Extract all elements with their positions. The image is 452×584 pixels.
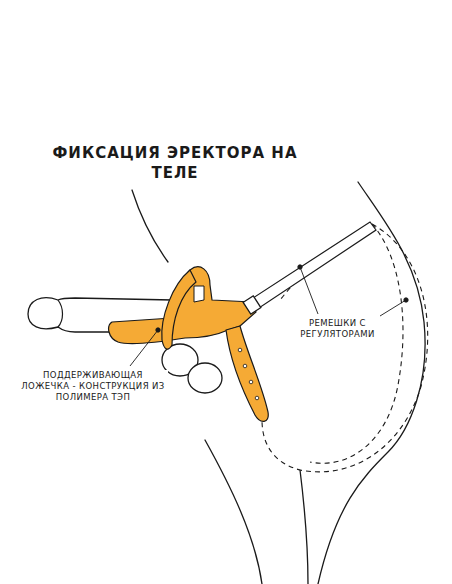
buckle: [243, 296, 261, 314]
extender-glans: [58, 300, 63, 327]
buttock-line: [318, 182, 425, 584]
spoon-slot: [194, 286, 204, 302]
strap-label: РЕМЕШКИ С РЕГУЛЯТОРАМИ: [285, 318, 390, 340]
spoon-label: ПОДДЕРЖИВАЮЩАЯ ЛОЖЕЧКА - КОНСТРУКЦИЯ ИЗ …: [18, 370, 168, 403]
leader-line: [300, 267, 318, 314]
leader-line: [380, 300, 406, 316]
strap-holes: [238, 348, 259, 400]
leader-dot: [156, 328, 160, 332]
leader-dot: [404, 298, 408, 302]
leader-dot: [298, 265, 302, 269]
waist-strap: [250, 222, 376, 310]
lower-strap: [226, 326, 268, 421]
thigh-line: [205, 440, 262, 584]
strap-loop: [262, 224, 428, 472]
ring-band: [162, 270, 196, 349]
diagram-title: ФИКСАЦИЯ ЭРЕКТОРА НА ТЕЛЕ: [40, 143, 310, 183]
scrotum: [188, 363, 222, 393]
torso-line: [132, 190, 168, 262]
leader-line: [130, 330, 158, 366]
thigh-line: [300, 470, 308, 584]
